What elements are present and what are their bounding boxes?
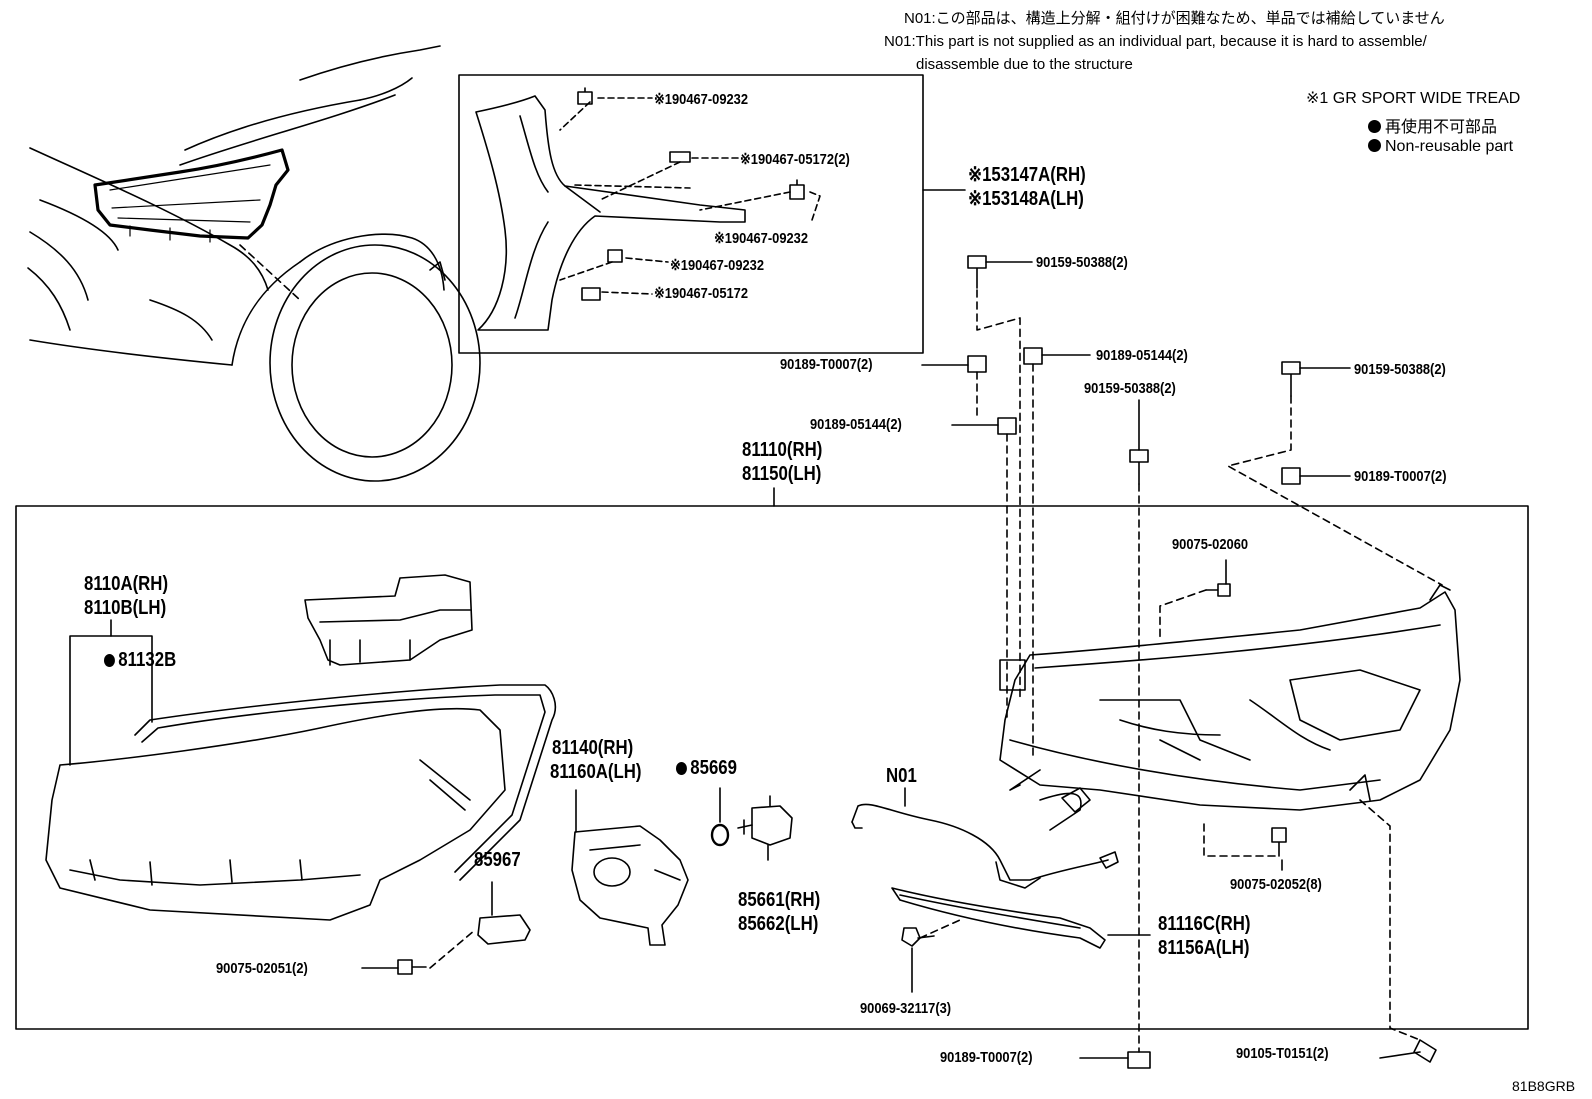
part-label-bracket-rh: 81140(RH): [552, 737, 634, 759]
bracket-drawing: [304, 574, 473, 666]
fastener-icons: [397, 255, 1437, 1069]
nonreusable-dot-icon: [676, 762, 687, 775]
part-label-socket-lh: 85662(LH): [738, 913, 819, 935]
part-label-lens-lh: 8110B(LH): [84, 597, 167, 619]
note-n01-en-line2: disassemble due to the structure: [916, 56, 1133, 73]
part-label: ※190467-05172(2): [740, 151, 850, 168]
part-label-drl-lh: 81156A(LH): [1158, 937, 1250, 959]
part-label-gasket: 81132B: [104, 648, 176, 672]
part-label-bracket-lh: 81160A(LH): [550, 761, 642, 783]
module-drawing: [477, 881, 531, 945]
legend-nonreusable-en-text: Non-reusable part: [1385, 138, 1514, 155]
wire-harness-drawing: [851, 787, 1119, 889]
part-label: 90075-02052(8): [1230, 876, 1322, 893]
legend-nonreusable-ja-text: 再使用不可部品: [1385, 119, 1498, 136]
part-label-drl-rh: 81116C(RH): [1158, 913, 1251, 935]
part-label: ※190467-09232: [714, 230, 809, 247]
part-label-wire: N01: [886, 765, 917, 787]
part-label-lens-rh: 8110A(RH): [84, 573, 169, 595]
part-label-module: 85967: [474, 849, 521, 871]
part-label: 90105-T0151(2): [1236, 1045, 1329, 1062]
nonreusable-dot-icon: [1368, 139, 1381, 152]
part-label: ※190467-09232: [670, 257, 765, 274]
part-label: 90189-05144(2): [1096, 347, 1188, 364]
nonreusable-dot-icon: [104, 654, 115, 667]
note-n01-ja: N01:この部品は、構造上分解・組付けが困難なため、単品では補給していません: [904, 10, 1445, 27]
nonreusable-dot-icon: [1368, 120, 1381, 133]
bulb-socket-drawing: [737, 795, 793, 861]
part-label-assembly-lh: 81150(LH): [742, 463, 822, 485]
legend-nonreusable-en: Non-reusable part: [1368, 138, 1513, 156]
part-label: 90189-T0007(2): [1354, 468, 1447, 485]
garnish-drawing: [475, 95, 746, 331]
vehicle-front-drawing: [27, 45, 481, 482]
headlamp-assembly-box: [15, 505, 1529, 1030]
headlamp-housing-drawing: [999, 584, 1461, 811]
legend-gr-sport: ※1 GR SPORT WIDE TREAD: [1306, 90, 1521, 107]
lens-drawing: [45, 684, 557, 921]
inset-clip-icons: [577, 87, 805, 301]
part-label: 90159-50388(2): [1084, 380, 1176, 397]
drl-strip-drawing: [891, 887, 1106, 949]
part-label: ※190467-05172: [654, 285, 749, 302]
part-label: 90189-T0007(2): [780, 356, 873, 373]
garnish-inset-box: [458, 74, 924, 354]
part-label: 90189-05144(2): [810, 416, 902, 433]
part-label: 90069-32117(3): [860, 1000, 952, 1017]
part-label-garnish-lh: ※153148A(LH): [968, 188, 1084, 210]
part-label: 90159-50388(2): [1354, 361, 1446, 378]
part-label-gasket-text: 81132B: [118, 649, 177, 671]
legend-nonreusable-ja: 再使用不可部品: [1368, 113, 1497, 137]
part-label-socket-rh: 85661(RH): [738, 889, 821, 911]
part-label-ring: 85669: [676, 756, 737, 780]
part-label-assembly-rh: 81110(RH): [742, 439, 823, 461]
part-label: ※190467-09232: [654, 91, 749, 108]
ring-icon: [710, 823, 730, 847]
part-label: 90075-02060: [1172, 536, 1249, 553]
note-n01-en-line1: N01:This part is not supplied as an indi…: [884, 33, 1427, 50]
socket-bracket-drawing: [571, 789, 689, 946]
diagram-code: 81B8GRB: [1512, 1078, 1576, 1094]
vehicle-headlamp-highlight: [93, 148, 290, 240]
part-label-ring-text: 85669: [690, 757, 738, 779]
part-label: 90075-02051(2): [216, 960, 308, 977]
part-label-garnish-rh: ※153147A(RH): [968, 164, 1086, 186]
part-label: 90189-T0007(2): [940, 1049, 1033, 1066]
part-label: 90159-50388(2): [1036, 254, 1128, 271]
